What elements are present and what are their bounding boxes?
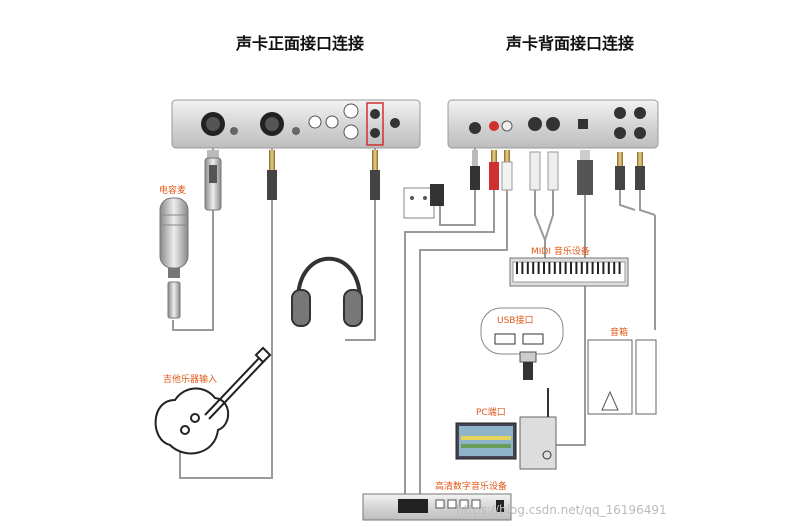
front-panel <box>172 100 420 148</box>
watermark: https://blog.csdn.net/qq_16196491 <box>456 503 667 517</box>
condenser-mic-illustration <box>160 198 188 318</box>
usb-port-label: USB接口 <box>497 313 533 326</box>
xlr-combo-input-2 <box>260 112 284 136</box>
spdif-coax-out <box>489 121 499 131</box>
midi-cable-2 <box>545 190 553 240</box>
speaker-illustration <box>588 340 656 414</box>
hd-device-label: 高清数字音乐设备 <box>435 479 507 492</box>
condenser-mic-label: 电容麦 <box>159 183 186 196</box>
spdif-coax-in <box>502 121 512 131</box>
speaker-label: 音箱 <box>610 325 628 338</box>
guitar-jack-plug <box>267 150 277 200</box>
line-out-cable-2 <box>640 190 655 215</box>
usb-b-port <box>578 119 588 129</box>
knob-c <box>344 104 358 118</box>
midi-out-port <box>528 117 542 131</box>
power-cable <box>440 148 475 225</box>
xlr-plug <box>205 150 221 210</box>
headphone-jack-plug <box>370 150 380 200</box>
power-adapter-illustration <box>404 184 444 218</box>
guitar-input-label: 吉他乐器输入 <box>163 372 217 385</box>
power-plug <box>470 150 480 190</box>
midi-in-port <box>546 117 560 131</box>
pc-port-label: PC端口 <box>476 405 506 418</box>
power-button <box>390 118 400 128</box>
knob-b <box>326 116 338 128</box>
line-out-plugs <box>615 152 645 190</box>
dc-power-jack <box>469 122 481 134</box>
gain-knob-1 <box>230 127 238 135</box>
line-out-cable-1 <box>620 190 635 210</box>
midi-plugs <box>530 152 558 190</box>
rca-plugs <box>489 150 512 190</box>
knob-d <box>344 125 358 139</box>
electric-guitar-illustration <box>156 348 270 454</box>
midi-device-label: MIDI 音乐设备 <box>531 244 590 257</box>
back-panel <box>448 100 658 148</box>
headphones-illustration <box>292 259 362 326</box>
pc-illustration <box>456 388 556 469</box>
gain-knob-2 <box>292 127 300 135</box>
knob-a <box>309 116 321 128</box>
midi-keyboard-illustration <box>510 258 628 286</box>
usb-plug <box>577 150 593 195</box>
xlr-combo-input-1 <box>201 112 225 136</box>
